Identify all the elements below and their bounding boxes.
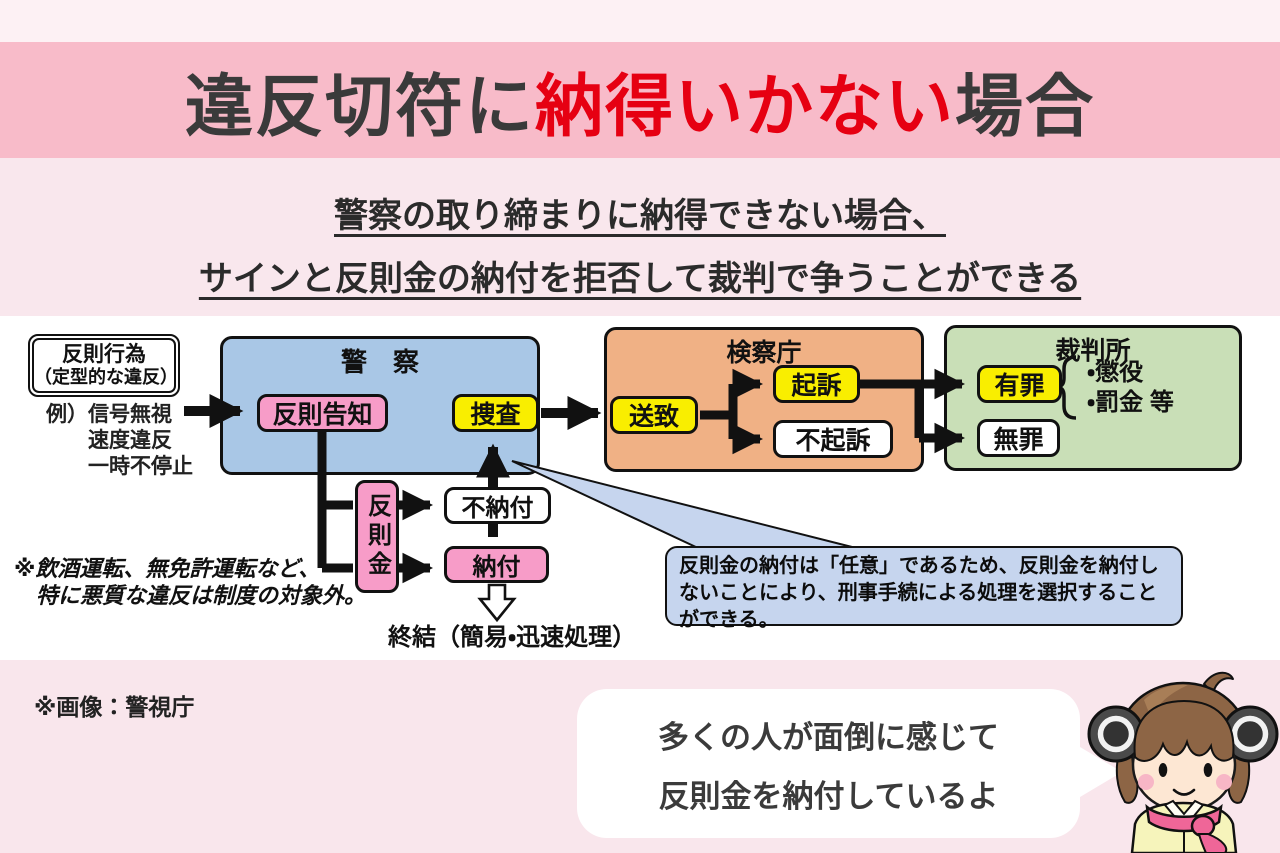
prosecutor-label: 検察庁 bbox=[726, 339, 802, 367]
exclusion-note-line-1: ※飲酒運転、無免許運転など、 bbox=[14, 556, 321, 581]
node-payment: 納付 bbox=[444, 546, 549, 583]
lead-band bbox=[0, 158, 1280, 316]
node-investigation: 捜査 bbox=[452, 394, 539, 432]
page-title-suffix: 場合 bbox=[955, 68, 1096, 145]
exclusion-note-line-2: 特に悪質な違反は制度の対象外。 bbox=[36, 583, 367, 608]
speech-bubble-line-2: 反則金を納付しているよ bbox=[658, 778, 999, 814]
node-violation-notice: 反則告知 bbox=[257, 394, 388, 432]
penalty-list: ・懲役 ・罰金 等 bbox=[1087, 358, 1174, 418]
page-title-prefix: 違反切符に bbox=[184, 68, 535, 145]
speech-bubble: 多くの人が面倒に感じて 反則金を納付しているよ bbox=[577, 689, 1080, 838]
image-credit: ※画像：警視庁 bbox=[34, 694, 195, 720]
exclusion-note: ※飲酒運転、無免許運転など、 特に悪質な違反は制度の対象外。 bbox=[14, 555, 366, 609]
mascot-blush-left bbox=[1138, 774, 1154, 790]
node-send-to-prosecutor: 送致 bbox=[610, 396, 698, 434]
headphone-left-icon bbox=[1087, 705, 1145, 763]
page-title: 違反切符に納得いかない場合 bbox=[0, 42, 1280, 158]
penalty-item: ・懲役 bbox=[1087, 359, 1144, 386]
node-guilty: 有罪 bbox=[977, 365, 1062, 403]
node-fine: 反則金 bbox=[355, 480, 399, 593]
title-banner-band bbox=[0, 42, 1280, 158]
example-item: 一時不停止 bbox=[88, 455, 193, 478]
example-item: 速度違反 bbox=[88, 429, 172, 452]
node-non-payment: 不納付 bbox=[444, 487, 551, 524]
mascot-character-illustration bbox=[1087, 671, 1279, 853]
police-label: 警 察 bbox=[340, 347, 419, 377]
mascot-scarf-tail bbox=[1197, 833, 1228, 853]
examples-prefix: 例） bbox=[46, 403, 88, 426]
offense-examples: 例） 信号無視 速度違反 一時不停止 bbox=[46, 402, 193, 480]
settlement-text: 終結（簡易・迅速処理） bbox=[388, 624, 637, 651]
lead-line-2: サインと反則金の納付を拒否して裁判で争うことができる bbox=[198, 260, 1082, 298]
callout-note-box: 反則金の納付は「任意」であるため、反則金を納付しないことにより、刑事手続による処… bbox=[665, 546, 1183, 631]
penalty-item: ・罰金 等 bbox=[1087, 389, 1174, 416]
offense-box: 反則行為 （定型的な違反） bbox=[28, 334, 180, 397]
mascot-bangs bbox=[1133, 699, 1235, 762]
headphone-right-icon bbox=[1221, 705, 1279, 763]
speech-bubble-line-1: 多くの人が面倒に感じて bbox=[658, 719, 999, 755]
node-not-guilty: 無罪 bbox=[977, 419, 1060, 457]
example-item: 信号無視 bbox=[88, 403, 172, 426]
mascot-eye-left bbox=[1158, 763, 1168, 777]
lead-line-1: 警察の取り締まりに納得できない場合、 bbox=[334, 197, 946, 235]
node-indictment: 起訴 bbox=[773, 365, 860, 403]
mascot-mouth bbox=[1172, 788, 1196, 796]
offense-line-2: （定型的な違反） bbox=[34, 367, 178, 388]
offense-line-1: 反則行為 bbox=[62, 343, 146, 367]
page-title-highlight: 納得いかない bbox=[534, 68, 955, 145]
node-non-indictment: 不起訴 bbox=[773, 420, 893, 458]
mascot-eye-right bbox=[1203, 763, 1213, 777]
mascot-blush-right bbox=[1216, 774, 1232, 790]
